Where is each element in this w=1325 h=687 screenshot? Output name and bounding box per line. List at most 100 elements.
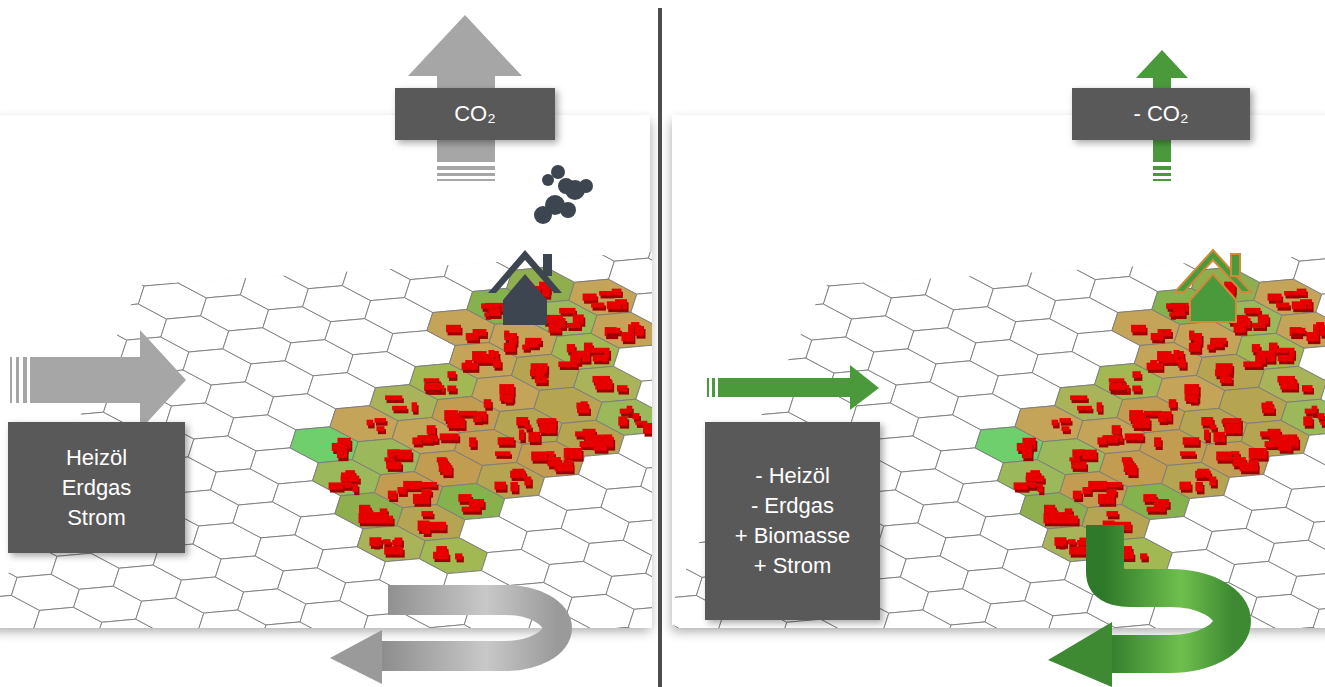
hex-cell	[590, 497, 658, 533]
building	[1166, 303, 1184, 308]
building	[383, 539, 391, 544]
building	[1059, 516, 1078, 524]
hex-cell	[903, 241, 971, 277]
building	[512, 473, 519, 477]
hex-cell	[682, 313, 750, 349]
hex-cell	[1286, 486, 1325, 522]
building	[1234, 324, 1246, 333]
building	[1197, 473, 1204, 477]
hex-cell	[410, 364, 478, 400]
building	[1144, 411, 1163, 416]
building	[1180, 451, 1195, 456]
hex-cell	[1316, 291, 1325, 327]
building	[1195, 471, 1211, 478]
building	[1151, 333, 1164, 340]
building	[607, 301, 621, 309]
cycle-arrow	[330, 600, 557, 684]
label-box: CO₂	[395, 88, 555, 140]
label-text: CO₂	[454, 99, 496, 129]
building	[621, 332, 633, 341]
building	[1276, 302, 1289, 307]
building	[447, 417, 465, 427]
building	[1043, 513, 1060, 523]
building	[1178, 359, 1186, 367]
hex-cell	[575, 235, 643, 271]
hex-cell	[280, 253, 348, 289]
hex-map	[0, 204, 754, 687]
building	[1169, 312, 1174, 316]
building	[628, 324, 634, 332]
building	[498, 437, 515, 445]
hex-cell	[612, 529, 680, 565]
building	[1184, 384, 1199, 395]
building	[1278, 355, 1293, 361]
hex-cell	[617, 617, 685, 653]
building	[481, 303, 499, 308]
building	[1207, 345, 1214, 350]
hex-cell	[1107, 222, 1175, 258]
hex-cell	[637, 247, 705, 283]
label-box: - Heizöl- Erdgas+ Biomasse+ Strom	[705, 422, 880, 620]
hex-cell	[741, 640, 809, 676]
building	[384, 547, 403, 555]
building	[358, 513, 375, 523]
hex-cell	[178, 262, 246, 298]
building	[1014, 482, 1028, 489]
hex-cell	[943, 220, 1011, 256]
building	[1222, 419, 1238, 423]
building	[1154, 437, 1161, 447]
panel-card	[0, 115, 650, 625]
hex-cell	[843, 631, 911, 667]
building	[1240, 463, 1258, 472]
hex-cell	[642, 334, 710, 370]
building	[1147, 507, 1166, 512]
building	[392, 406, 407, 411]
building	[1073, 491, 1082, 499]
hex-cell	[1134, 343, 1202, 379]
hex-cell	[427, 310, 495, 346]
building	[433, 552, 449, 559]
label-box: - CO₂	[1072, 88, 1250, 140]
label-text: - Erdgas	[751, 491, 834, 521]
building	[528, 432, 540, 442]
hex-cell	[716, 205, 784, 241]
hex-cell	[611, 660, 679, 687]
hex-cell	[0, 313, 65, 349]
hex-cell	[36, 292, 104, 328]
building	[510, 471, 526, 478]
building	[392, 540, 402, 545]
building	[442, 465, 452, 475]
hex-cell	[0, 628, 62, 664]
hex-cell	[801, 250, 869, 286]
building	[446, 325, 461, 333]
building	[1109, 386, 1125, 390]
hex-cell	[444, 255, 512, 291]
hex-cell	[577, 638, 645, 674]
building	[595, 380, 612, 389]
building	[1058, 541, 1064, 546]
hex-cell	[1095, 364, 1163, 400]
building	[1132, 386, 1141, 392]
hex-cell	[76, 271, 144, 307]
hex-cell	[699, 259, 767, 295]
building	[1313, 324, 1319, 332]
hex-cell	[744, 325, 812, 361]
building	[620, 409, 631, 414]
building	[1305, 409, 1316, 414]
hex-cell	[841, 229, 909, 265]
building	[1075, 452, 1080, 456]
building	[412, 437, 421, 444]
hex-cell	[156, 229, 224, 265]
building	[549, 324, 561, 333]
building	[373, 541, 379, 546]
building	[1284, 291, 1298, 295]
building	[1097, 437, 1106, 444]
building	[1274, 349, 1288, 353]
building	[376, 426, 384, 431]
building	[1069, 547, 1088, 555]
building	[1109, 378, 1125, 382]
building	[1278, 442, 1292, 451]
hex-cell	[619, 301, 687, 337]
hex-cell	[881, 208, 949, 244]
building	[329, 482, 343, 489]
